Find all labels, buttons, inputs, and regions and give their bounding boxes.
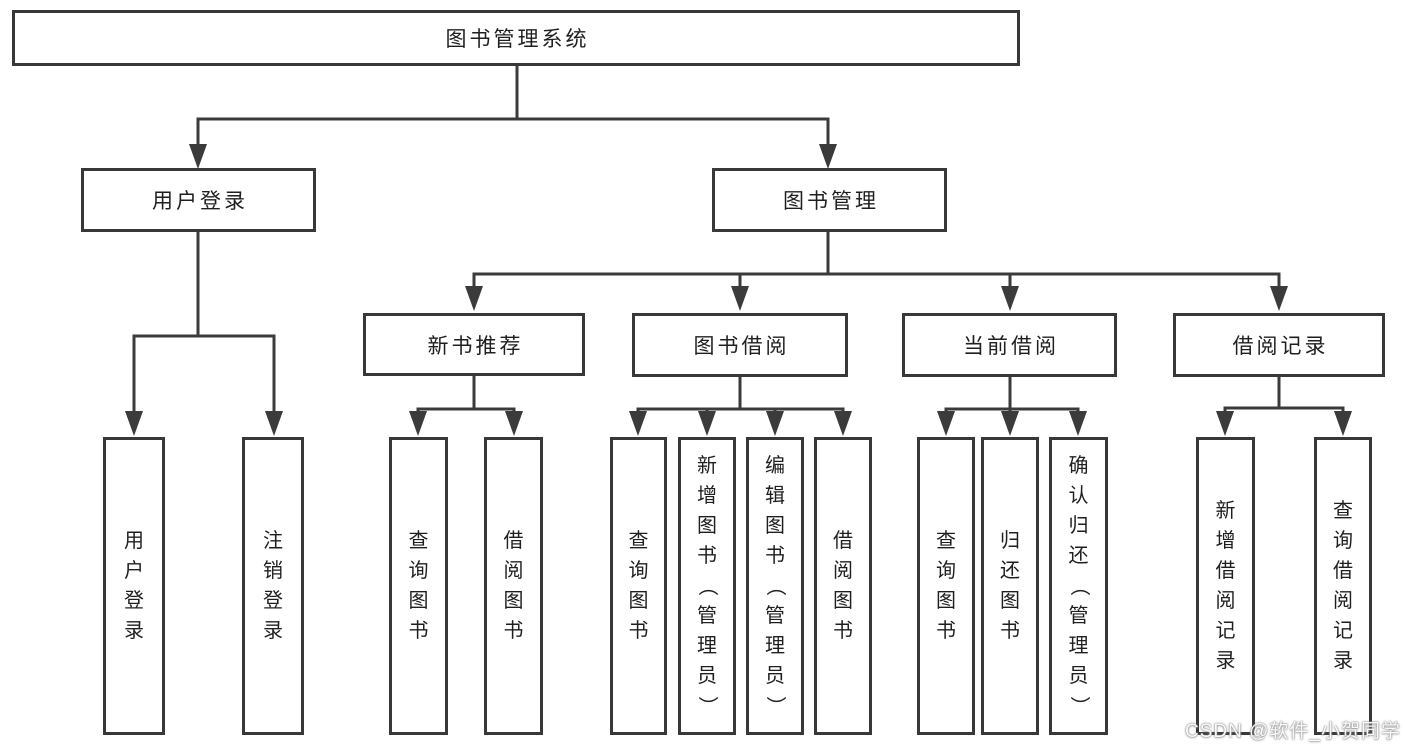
arrow-down-icon: [1001, 411, 1019, 436]
leaf-query-books: 查询图书: [389, 437, 448, 735]
arrow-down-icon: [465, 286, 483, 311]
leaf-label: 新增借阅记录: [1215, 500, 1236, 672]
arrow-down-icon: [1216, 411, 1234, 436]
node-library-management-system: 图书管理系统: [12, 10, 1020, 66]
leaf-return-books: 归还图书: [981, 437, 1039, 735]
node-new-book-recommendation: 新书推荐: [363, 313, 585, 376]
node-label: 当前借阅: [963, 335, 1059, 358]
arrow-down-icon: [731, 286, 749, 311]
connector-currentborrow-to-leaves: [944, 377, 1080, 415]
arrow-down-icon: [834, 411, 852, 436]
arrow-down-icon: [1001, 286, 1019, 311]
leaf-user-login: 用户登录: [103, 437, 165, 735]
leaf-label: 新增图书（管理员）: [696, 455, 718, 716]
connector-root-to-level2: [196, 66, 830, 150]
node-book-management: 图书管理: [712, 168, 947, 232]
leaf-label: 查询图书: [408, 530, 429, 642]
leaf-label: 查询借阅记录: [1333, 500, 1353, 672]
arrow-down-icon: [766, 411, 784, 436]
node-label: 借阅记录: [1232, 335, 1329, 358]
leaf-query-books: 查询图书: [917, 437, 975, 735]
arrow-down-icon: [265, 411, 283, 436]
connector-bookborrow-to-leaves: [636, 377, 845, 415]
leaf-logout: 注销登录: [242, 437, 304, 735]
leaf-label: 借阅图书: [833, 530, 853, 642]
arrow-down-icon: [629, 411, 647, 436]
node-label: 用户登录: [152, 190, 248, 213]
arrow-down-icon: [505, 411, 523, 436]
node-label: 图书管理系统: [445, 28, 590, 51]
leaf-label: 查询图书: [936, 530, 956, 642]
leaf-add-book-admin: 新增图书（管理员）: [678, 437, 736, 735]
arrow-down-icon: [189, 144, 207, 169]
leaf-query-books: 查询图书: [610, 437, 667, 735]
leaf-query-borrow-record: 查询借阅记录: [1314, 437, 1372, 735]
arrow-down-icon: [125, 411, 143, 436]
connector-bookmgmt-to-level3: [472, 232, 1281, 291]
leaf-label: 注销登录: [263, 530, 283, 642]
arrowheads: [125, 144, 1352, 436]
leaf-label: 用户登录: [124, 530, 144, 642]
connector-newbook-to-leaves: [416, 376, 516, 415]
node-borrowing-records: 借阅记录: [1173, 313, 1385, 377]
leaf-confirm-return-admin: 确认归还（管理员）: [1049, 437, 1108, 735]
node-label: 新书推荐: [427, 334, 524, 358]
connector-records-to-leaves: [1223, 377, 1345, 415]
leaf-borrow-books: 借阅图书: [484, 437, 543, 735]
arrow-down-icon: [1334, 411, 1352, 436]
arrow-down-icon: [409, 411, 427, 436]
leaf-label: 查询图书: [628, 530, 649, 642]
arrow-down-icon: [698, 411, 716, 436]
leaf-label: 确认归还（管理员）: [1067, 455, 1090, 716]
arrow-down-icon: [1270, 286, 1288, 311]
node-book-borrowing: 图书借阅: [632, 313, 848, 377]
arrow-down-icon: [819, 144, 837, 169]
node-label: 图书管理: [783, 190, 879, 213]
arrow-down-icon: [1069, 411, 1087, 436]
connector-userlogin-to-leaves: [132, 232, 276, 416]
node-label: 图书借阅: [693, 335, 790, 358]
leaf-label: 归还图书: [1000, 530, 1020, 642]
node-user-login: 用户登录: [81, 168, 316, 232]
leaf-label: 借阅图书: [503, 530, 524, 642]
leaf-label: 编辑图书（管理员）: [764, 455, 786, 716]
leaf-borrow-books: 借阅图书: [814, 437, 872, 735]
csdn-watermark: CSDN @软件_小贺同学: [1185, 721, 1401, 742]
arrow-down-icon: [937, 411, 955, 436]
leaf-edit-book-admin: 编辑图书（管理员）: [746, 437, 804, 735]
node-current-borrowing: 当前借阅: [902, 313, 1117, 377]
leaf-add-borrow-record: 新增借阅记录: [1196, 437, 1255, 735]
